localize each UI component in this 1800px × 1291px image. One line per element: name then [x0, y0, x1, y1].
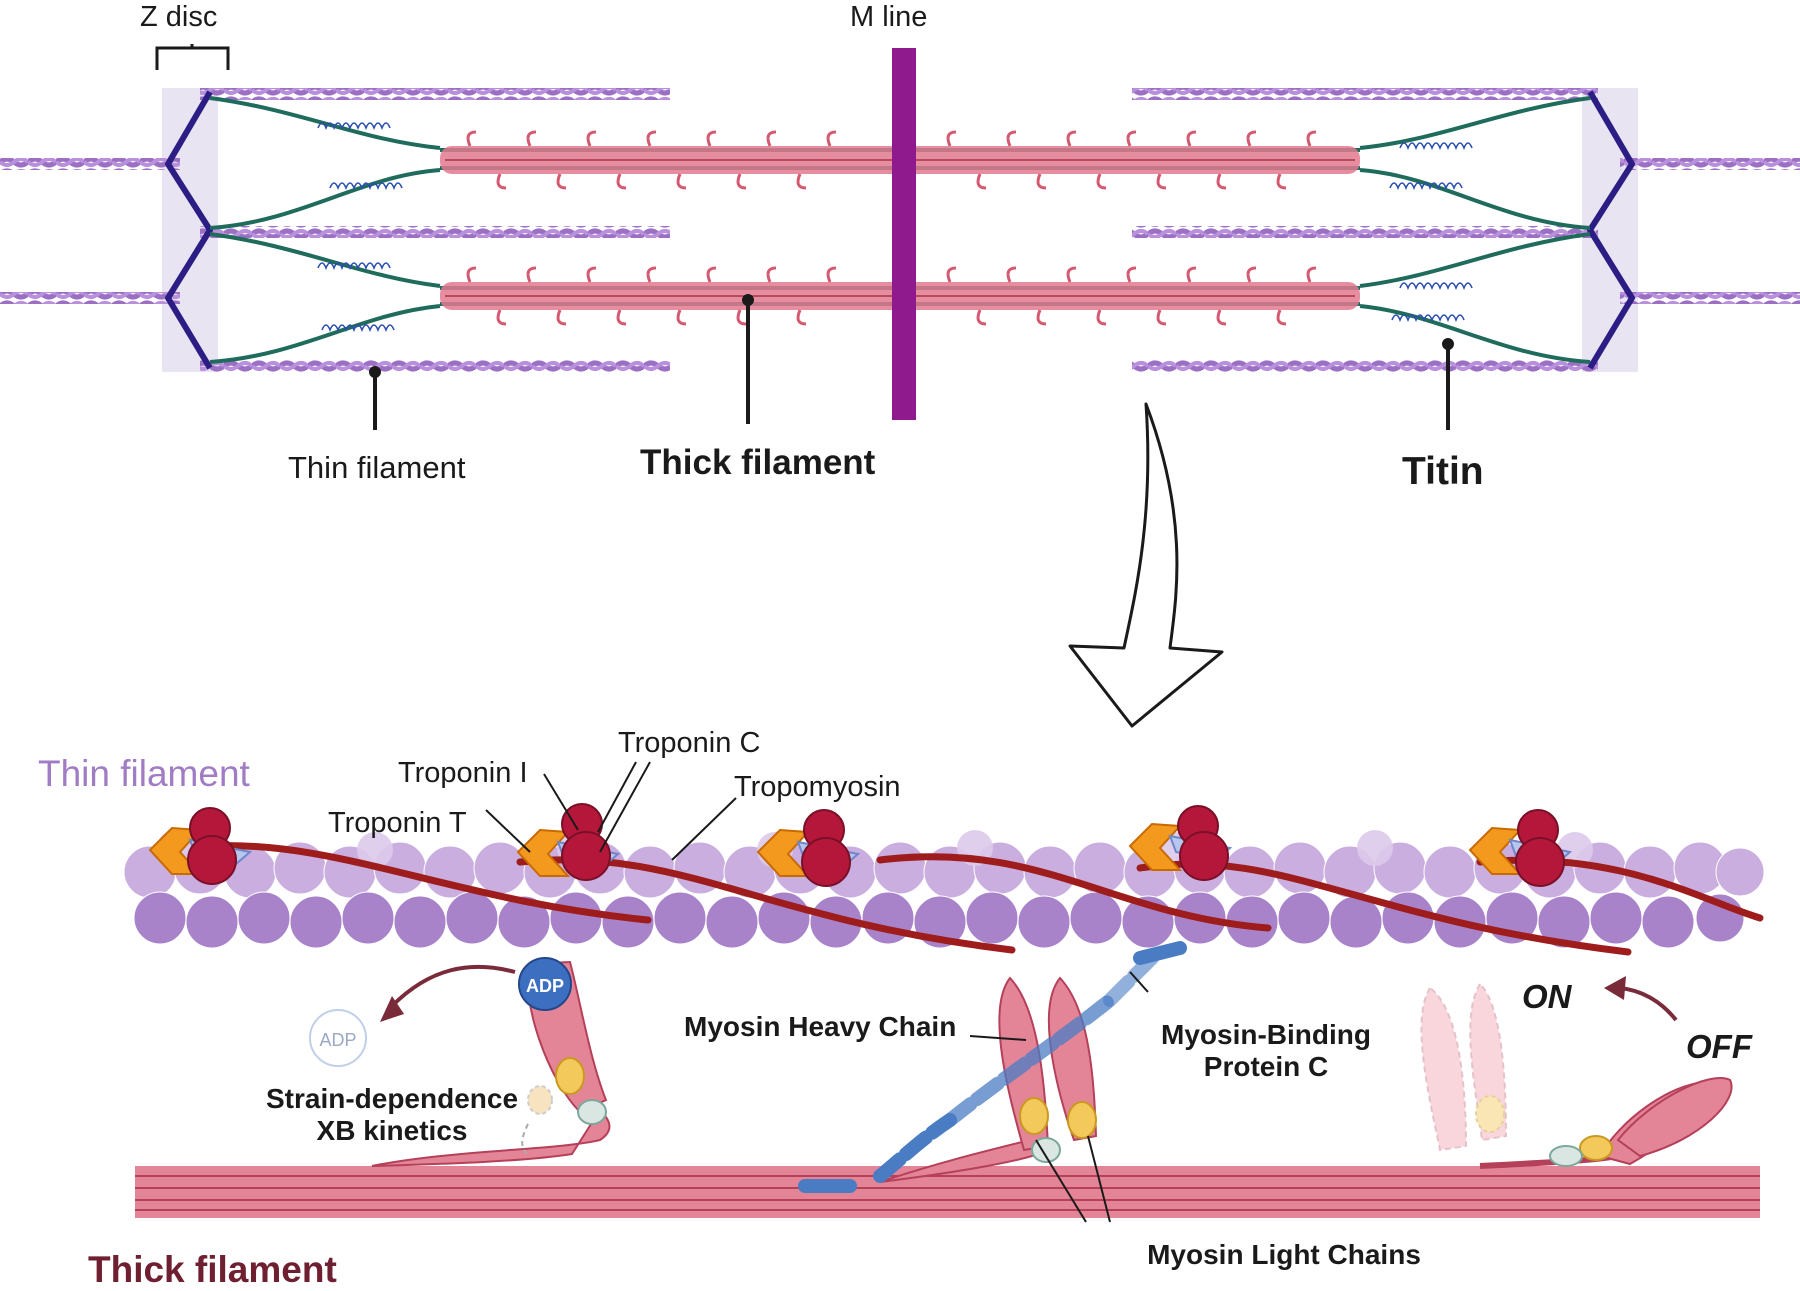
on-label: ON — [1522, 978, 1573, 1015]
sarcomere-overview: Z disc M line Thin filament Thick filame… — [0, 1, 1800, 493]
thick-filament-label: Thick filament — [640, 443, 876, 482]
titin-label: Titin — [1402, 450, 1484, 493]
myosin-head-on-ghost — [1420, 982, 1508, 1152]
off-to-on-arrow — [1619, 986, 1678, 1022]
strain-label-line2: XB kinetics — [317, 1115, 468, 1146]
mybpc-label-line2: Protein C — [1204, 1051, 1328, 1082]
troponin-complex-1 — [148, 807, 253, 885]
detail-leader-lines — [485, 761, 1149, 1223]
z-disc-left — [165, 90, 213, 370]
troponin-complex-3 — [756, 809, 861, 887]
mybpc-label-line1: Myosin-Binding — [1161, 1019, 1371, 1050]
m-line — [892, 48, 916, 420]
zoom-arrow — [1068, 402, 1224, 728]
detail-thick-filament-title: Thick filament — [88, 1249, 337, 1290]
mybpc-chain — [798, 941, 1187, 1193]
myosin-light-chains-label: Myosin Light Chains — [1147, 1239, 1421, 1270]
adp-release-arrow — [390, 964, 516, 1008]
adp-released-label: ADP — [319, 1030, 356, 1050]
sarcomere-leader-lines — [369, 294, 1454, 430]
thick-filament-backbone — [135, 1166, 1760, 1218]
titin-springs — [317, 122, 1473, 333]
z-disc-bracket — [155, 46, 230, 70]
strain-label-line1: Strain-dependence — [266, 1083, 518, 1114]
thin-filaments-left — [0, 88, 670, 372]
off-label: OFF — [1686, 1028, 1753, 1065]
thin-filament-label: Thin filament — [288, 450, 466, 485]
adp-released — [309, 1009, 367, 1067]
filament-detail: ADP ADP — [38, 727, 1765, 1290]
myosin-head-curls — [466, 130, 1317, 326]
troponin-i-label: Troponin I — [398, 757, 528, 789]
troponin-complex-4 — [1128, 805, 1233, 881]
thin-filaments-right — [1132, 88, 1800, 372]
troponin-t-label: Troponin T — [328, 807, 467, 839]
z-disc-label: Z disc — [140, 1, 217, 33]
detail-thin-filament-title: Thin filament — [38, 753, 251, 794]
tropomyosin-label: Tropomyosin — [734, 771, 901, 803]
troponin-c-label: Troponin C — [618, 727, 760, 759]
myosin-head-off — [1479, 1077, 1733, 1169]
adp-bound-label: ADP — [526, 976, 564, 996]
troponin-complex-5 — [1468, 809, 1573, 887]
adp-bound — [518, 957, 572, 1011]
myosin-heavy-chain-label: Myosin Heavy Chain — [684, 1011, 956, 1042]
troponin-complex-2 — [516, 803, 621, 881]
m-line-label: M line — [850, 1, 927, 33]
z-disc-right — [1587, 90, 1635, 370]
